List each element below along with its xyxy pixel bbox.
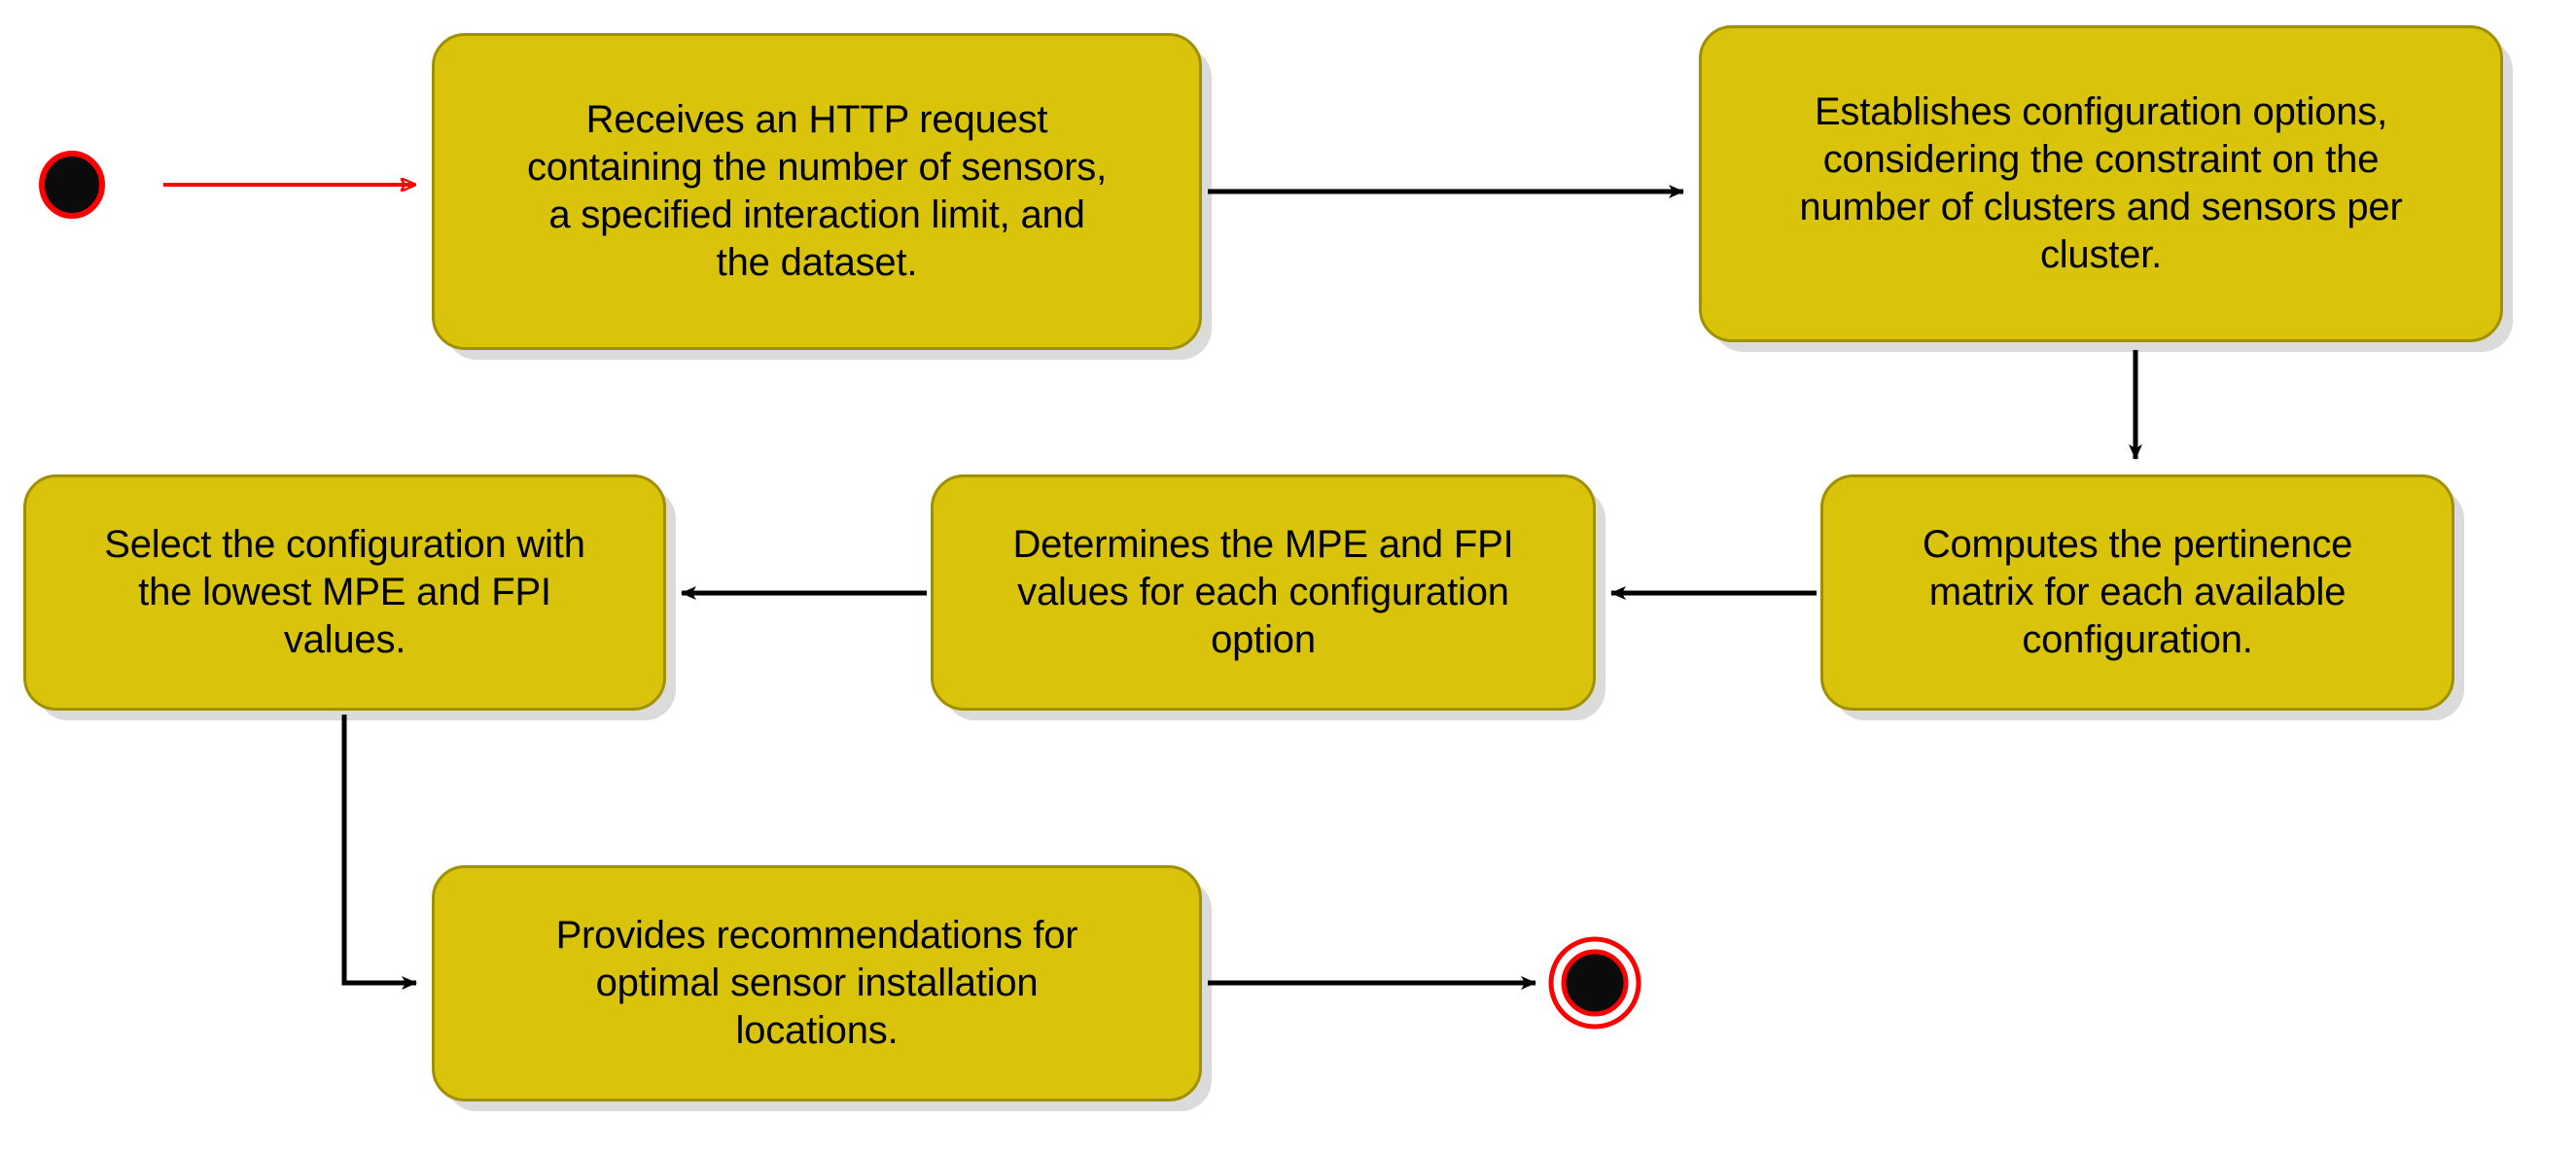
activity-node-label: Select the configuration with the lowest… [104, 523, 585, 661]
activity-node-receives-http-request[interactable]: Receives an HTTP request containing the … [432, 33, 1202, 350]
activity-node-establishes-configuration-options[interactable]: Establishes configuration options, consi… [1699, 25, 2503, 342]
edge-activity-5-to-activity-6 [341, 715, 417, 990]
activity-node-label: Provides recommendations for optimal sen… [555, 914, 1078, 1052]
activity-node-select-configuration[interactable]: Select the configuration with the lowest… [23, 474, 666, 711]
initial-node[interactable] [39, 151, 105, 219]
activity-node-label: Receives an HTTP request containing the … [527, 98, 1107, 284]
activity-node-label: Establishes configuration options, consi… [1799, 90, 2403, 276]
activity-node-label: Determines the MPE and FPI values for ea… [1012, 523, 1514, 661]
activity-node-provides-recommendations[interactable]: Provides recommendations for optimal sen… [432, 865, 1202, 1102]
final-node[interactable] [1548, 936, 1641, 1030]
activity-node-computes-pertinence-matrix[interactable]: Computes the pertinence matrix for each … [1820, 474, 2454, 711]
activity-node-determines-mpe-fpi-values[interactable]: Determines the MPE and FPI values for ea… [931, 474, 1596, 711]
activity-node-label: Computes the pertinence matrix for each … [1922, 523, 2353, 661]
